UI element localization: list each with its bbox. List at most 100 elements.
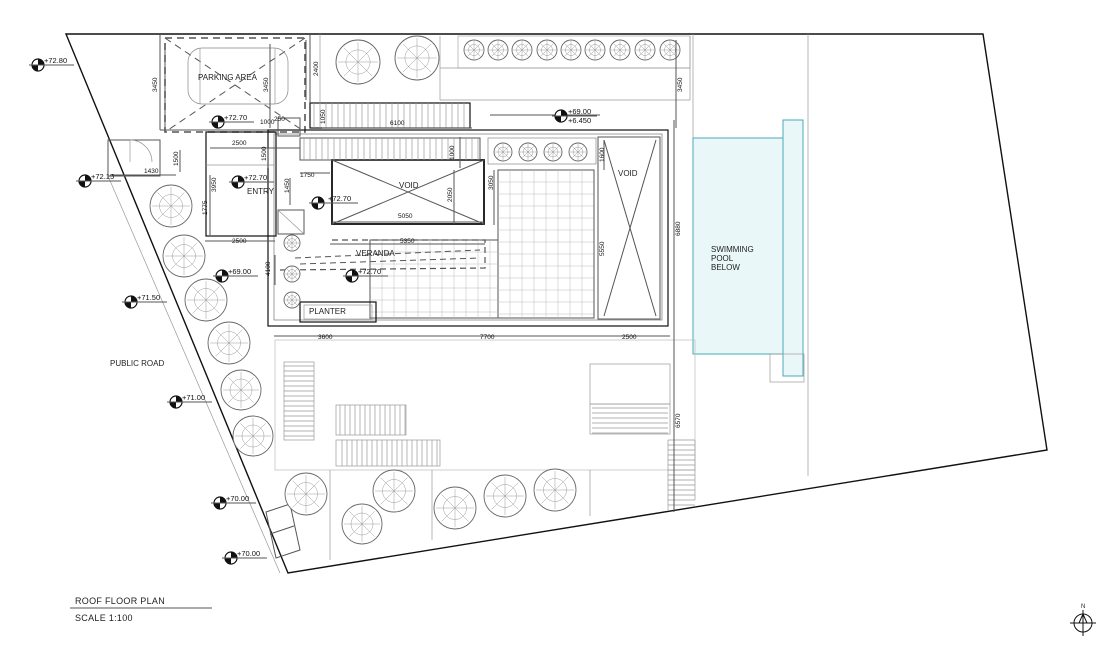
tree-icon <box>518 142 538 162</box>
tree-icon <box>609 39 631 61</box>
dim-6100: 6100 <box>390 120 405 127</box>
level-marker: +71.50 <box>122 293 167 309</box>
level-7270-veranda: +72.70 <box>358 267 381 276</box>
tree-icon <box>433 486 477 530</box>
dim-1775: 1775 <box>202 200 209 215</box>
dim-3450-left: 3450 <box>152 77 159 92</box>
level-marker: +72.70 <box>209 113 254 129</box>
level-7000-b: +70.00 <box>237 549 260 558</box>
planter-strip-top <box>487 137 597 165</box>
level-marker: +70.00 <box>211 494 256 510</box>
lower-level-outline <box>274 339 696 560</box>
bottom-steps <box>265 503 301 559</box>
dim-1430: 1430 <box>144 168 159 175</box>
level-marker: +69.00 <box>213 267 258 283</box>
level-marker: +72.70 <box>229 173 274 189</box>
dim-1500-b: 1500 <box>261 146 268 161</box>
void-right-label: VOID <box>618 169 638 178</box>
pool-label-3: BELOW <box>711 263 740 272</box>
title-block: ROOF FLOOR PLAN SCALE 1:100 <box>70 596 212 623</box>
tree-icon <box>560 39 582 61</box>
level-marker: +71.00 <box>167 393 212 409</box>
public-road-label: PUBLIC ROAD <box>110 359 164 368</box>
drawing-title: ROOF FLOOR PLAN <box>75 596 165 606</box>
level-7280: +72.80 <box>44 56 67 65</box>
level-marker: +72.70 <box>343 267 388 283</box>
dim-5050: 5050 <box>398 213 413 220</box>
house-outline <box>267 129 669 327</box>
veranda-label: VERANDA <box>356 249 395 258</box>
terrace-grid <box>369 169 595 319</box>
level-7000-a: +70.00 <box>226 494 249 503</box>
dimension-lines <box>112 40 677 512</box>
pool-label-2: POOL <box>711 254 734 263</box>
dim-1450: 1450 <box>284 178 291 193</box>
dim-5350: 5350 <box>400 238 415 245</box>
level-markers: +72.80 +72.70 +72.15 +72.70 +72.70 +69.0… <box>29 56 597 565</box>
tree-icon <box>536 39 558 61</box>
tree-icon <box>493 142 513 162</box>
planter: PLANTER <box>299 301 377 323</box>
dim-1500-a: 1500 <box>173 151 180 166</box>
dim-2050: 2050 <box>447 187 454 202</box>
tree-icon <box>149 184 193 228</box>
dim-1050: 1050 <box>320 109 327 124</box>
void-left-label: VOID <box>399 181 419 190</box>
dim-6880: 6880 <box>675 221 682 236</box>
swimming-pool: SWIMMING POOL BELOW <box>692 34 809 476</box>
site-boundary <box>64 33 1048 574</box>
tree-icon <box>568 142 588 162</box>
dim-250: 250 <box>274 116 285 123</box>
level-6900-left: +69.00 <box>228 267 251 276</box>
level-marker: +72.70 <box>309 194 358 210</box>
level-marker: +72.15 <box>76 172 121 188</box>
tree-icon <box>283 265 301 283</box>
trees <box>149 35 681 545</box>
tree-icon <box>220 369 262 411</box>
dim-1000-v: 1000 <box>449 145 456 160</box>
house-stairs <box>277 117 481 161</box>
tree-icon <box>511 39 533 61</box>
dim-2400: 2400 <box>313 61 320 76</box>
dim-3050: 3050 <box>488 175 495 190</box>
tree-icon <box>372 469 416 513</box>
dim-2500-mid: 2500 <box>232 238 247 245</box>
dim-1750: 1750 <box>300 172 315 179</box>
dim-1600: 1600 <box>599 147 606 162</box>
road-edge <box>107 175 281 574</box>
veranda: VERANDA <box>279 239 486 271</box>
pool-label-1: SWIMMING <box>711 245 754 254</box>
entry-label: ENTRY <box>247 187 275 196</box>
tree-icon <box>162 234 206 278</box>
level-marker: +70.00 <box>222 549 267 565</box>
dim-1000: 1000 <box>260 119 275 126</box>
tree-icon <box>207 321 251 365</box>
tree-icon <box>487 39 509 61</box>
level-6900-top: +69.00 <box>568 107 591 116</box>
tree-icon <box>543 142 563 162</box>
tree-icon <box>659 39 681 61</box>
tree-icon <box>335 39 381 85</box>
void-right: VOID <box>597 136 661 320</box>
dim-7700: 7700 <box>480 334 495 341</box>
entry-block: ENTRY <box>205 131 305 237</box>
tree-icon <box>284 472 328 516</box>
drawing-scale: SCALE 1:100 <box>75 613 133 623</box>
tree-icon <box>533 468 577 512</box>
dim-3450-mid: 3450 <box>263 77 270 92</box>
dim-2500-top: 2500 <box>232 140 247 147</box>
level-7100: +71.00 <box>182 393 205 402</box>
left-small-room <box>107 139 161 177</box>
dim-2500-bottom: 2500 <box>622 334 637 341</box>
tree-icon <box>341 503 383 545</box>
top-hedge-strip <box>309 34 691 103</box>
dim-3450-right: 3450 <box>677 77 684 92</box>
parking-area-label: PARKING AREA <box>198 73 258 82</box>
tree-icon <box>394 35 440 81</box>
north-arrow: N <box>1070 604 1096 636</box>
level-6450: +6.450 <box>568 116 591 125</box>
tree-icon <box>584 39 606 61</box>
tree-icon <box>463 39 485 61</box>
tree-icon <box>232 415 274 457</box>
